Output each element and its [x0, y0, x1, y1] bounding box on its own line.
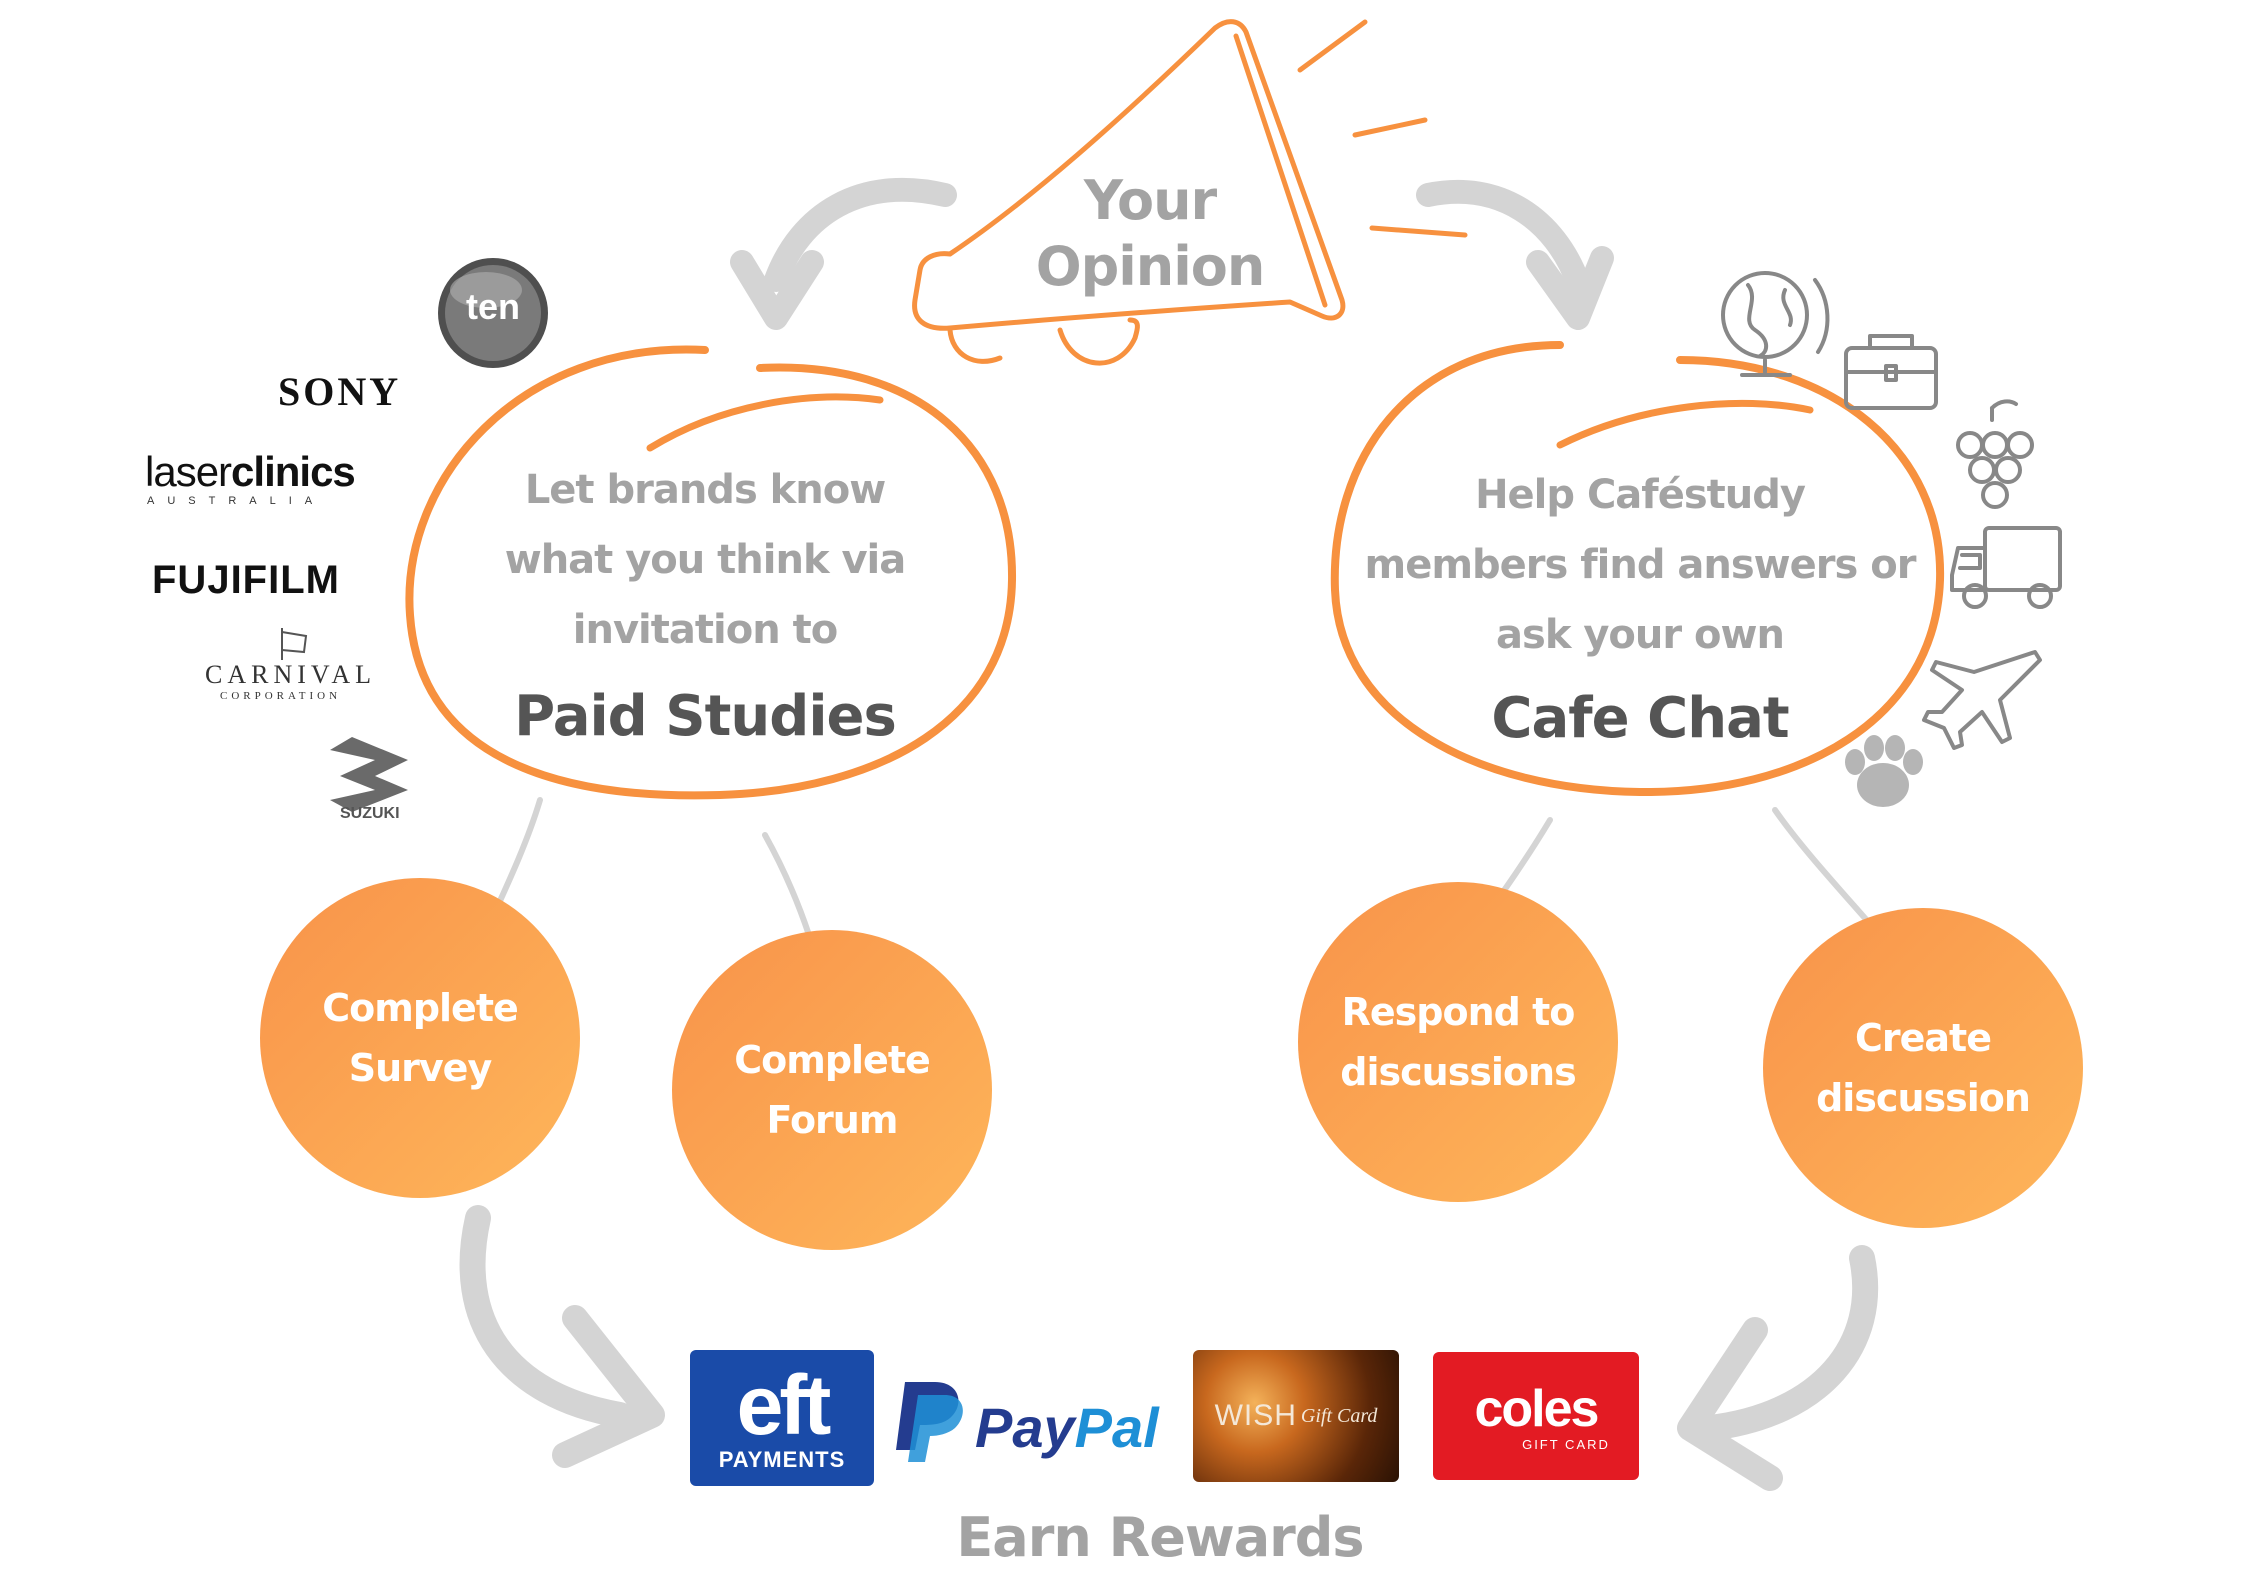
- wish-gift-card-text: Gift Card: [1300, 1404, 1378, 1427]
- cafe-chat-description: Help Caféstudy members find answers or a…: [1360, 460, 1920, 670]
- paypal-logo-part-2: Pal: [1074, 1396, 1159, 1459]
- laser-clinics-logo-part-2: clinics: [231, 448, 356, 495]
- arrow-right-to-rewards: [1677, 1245, 1879, 1491]
- complete-forum-label[interactable]: Complete Forum: [734, 1038, 931, 1142]
- laser-clinics-logo: laserclinics: [145, 448, 356, 496]
- suzuki-logo-text: SUZUKI: [340, 805, 400, 822]
- paid-studies-line-3: invitation to: [572, 607, 838, 653]
- cafe-chat-line-3: ask your own: [1496, 612, 1785, 658]
- eft-sub-text: PAYMENTS: [718, 1447, 846, 1472]
- ten-logo: [438, 258, 548, 368]
- paypal-logo-part-1: Pay: [975, 1396, 1075, 1459]
- arrow-left-to-rewards: [459, 1205, 665, 1468]
- paw-icon: [1845, 735, 1923, 807]
- carnival-flag-icon: [281, 628, 308, 660]
- eft-payments-card: eft PAYMENTS: [690, 1350, 874, 1486]
- create-discussion-label[interactable]: Create discussion: [1816, 1016, 2031, 1120]
- arrow-to-paid-studies: [730, 177, 957, 330]
- globe-icon: [1721, 271, 1830, 377]
- paid-studies-line-1: Let brands know: [524, 467, 886, 513]
- ten-logo-text: ten: [466, 286, 520, 327]
- airplane-icon: [1922, 650, 2042, 750]
- sony-logo: SONY: [278, 369, 402, 414]
- wish-logo-text: WISH: [1214, 1399, 1297, 1432]
- paypal-logo: PayPal: [975, 1395, 1159, 1460]
- thin-arrows: [453, 797, 1911, 1005]
- megaphone-icon: [912, 19, 1468, 366]
- carnival-logo: CARNIVAL: [205, 660, 376, 689]
- paid-studies-oval: [405, 345, 1017, 800]
- coles-sub-text: GIFT CARD: [1522, 1436, 1610, 1452]
- cafe-chat-line-2: members find answers or: [1364, 542, 1917, 588]
- cafe-chat-oval: [1330, 341, 1945, 797]
- coles-logo-text: coles: [1474, 1379, 1600, 1438]
- complete-survey-label[interactable]: Complete Survey: [322, 986, 519, 1090]
- carnival-sub: CORPORATION: [220, 690, 342, 702]
- megaphone-text: Your Opinion: [1030, 168, 1270, 300]
- truck-icon: [1950, 526, 2062, 609]
- respond-label[interactable]: Respond to discussions: [1340, 990, 1576, 1094]
- briefcase-icon: [1844, 334, 1938, 410]
- wish-gift-card: WISH Gift Card: [1193, 1350, 1399, 1482]
- paid-studies-line-2: what you think via: [504, 537, 907, 583]
- grapes-icon: [1956, 399, 2034, 509]
- fujifilm-logo: FUJIFILM: [152, 558, 340, 602]
- megaphone-line-2: Opinion: [1035, 235, 1266, 298]
- complete-survey-circle[interactable]: [260, 878, 580, 1198]
- eft-logo-text: eft: [736, 1358, 832, 1452]
- laser-clinics-sub: AUSTRALIA: [147, 495, 326, 507]
- paypal-logo-mark: [896, 1382, 963, 1462]
- paid-studies-description: Let brands know what you think via invit…: [470, 455, 940, 665]
- cafe-chat-line-1: Help Caféstudy: [1475, 472, 1806, 518]
- respond-circle[interactable]: [1298, 882, 1618, 1202]
- complete-forum-circle[interactable]: [672, 930, 992, 1250]
- suzuki-logo-mark: [330, 737, 408, 812]
- laser-clinics-logo-part-1: laser: [145, 448, 232, 495]
- paid-studies-title: Paid Studies: [514, 684, 897, 749]
- arrow-to-cafe-chat: [1416, 179, 1614, 330]
- cafe-chat-title: Cafe Chat: [1491, 686, 1789, 751]
- create-discussion-circle[interactable]: [1763, 908, 2083, 1228]
- coles-gift-card: coles GIFT CARD: [1433, 1352, 1639, 1480]
- megaphone-line-1: Your: [1083, 169, 1217, 232]
- earn-rewards-label: Earn Rewards: [956, 1506, 1364, 1569]
